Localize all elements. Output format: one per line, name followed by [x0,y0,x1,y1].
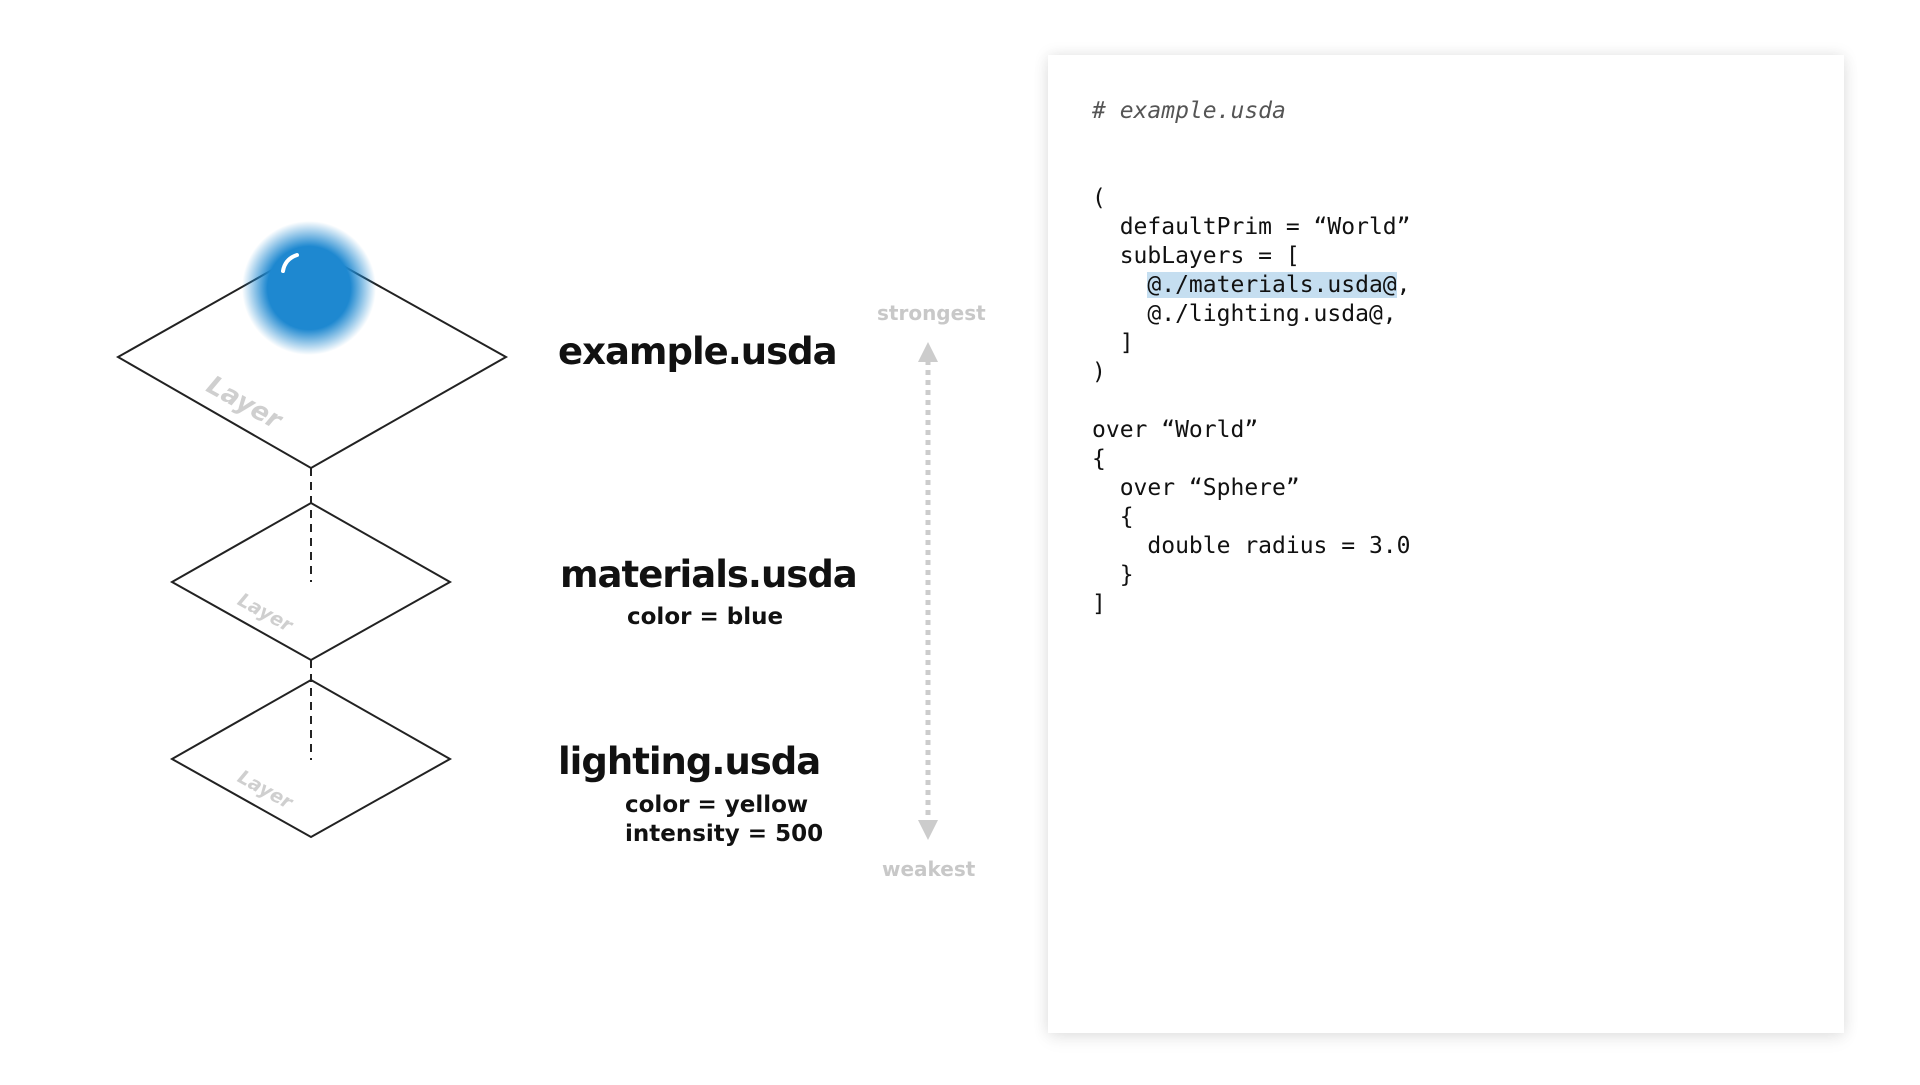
code-line: ( [1092,185,1106,211]
highlighted-sublayer: @./materials.usda@ [1147,272,1397,298]
strength-label-top: strongest [877,301,986,325]
strength-label-bottom: weakest [882,857,976,881]
code-line: @./lighting.usda@, [1092,301,1397,327]
code-block: # example.usda ( defaultPrim = “World” s… [1092,97,1411,619]
layer-plane-materials [169,501,453,662]
sphere-highlight [281,253,299,273]
code-line: defaultPrim = “World” [1092,214,1411,240]
code-line: } [1092,562,1134,588]
sphere-icon [242,221,376,355]
code-line: over “Sphere” [1092,475,1300,501]
code-punct: , [1396,272,1411,298]
code-comment: # example.usda [1092,98,1286,124]
code-line: { [1092,446,1106,472]
layer-plane-example [115,246,509,470]
code-indent [1092,272,1147,298]
arrow-up-icon [918,342,938,362]
code-line: over “World” [1092,417,1259,443]
layer-prop: color = yellow [625,792,809,818]
code-line: ] [1092,330,1134,356]
layer-prop: color = blue [627,604,784,630]
code-line: ] [1092,591,1106,617]
layer-prop: intensity = 500 [625,821,824,847]
code-line: ) [1092,359,1106,385]
layer-title-materials: materials.usda [560,553,858,596]
code-line: subLayers = [ [1092,243,1300,269]
code-line: { [1092,504,1134,530]
layer-title-lighting: lighting.usda [558,740,821,783]
arrow-down-icon [918,820,938,840]
layer-stack-graphic: Layer Layer Layer [115,221,938,840]
layer-stack-diagram: Layer Layer Layer example.usda materials… [115,221,986,881]
layer-plane-lighting [169,678,453,839]
code-line: double radius = 3.0 [1092,533,1411,559]
code-panel: # example.usda ( defaultPrim = “World” s… [1048,55,1844,1033]
layer-title-example: example.usda [558,330,838,373]
